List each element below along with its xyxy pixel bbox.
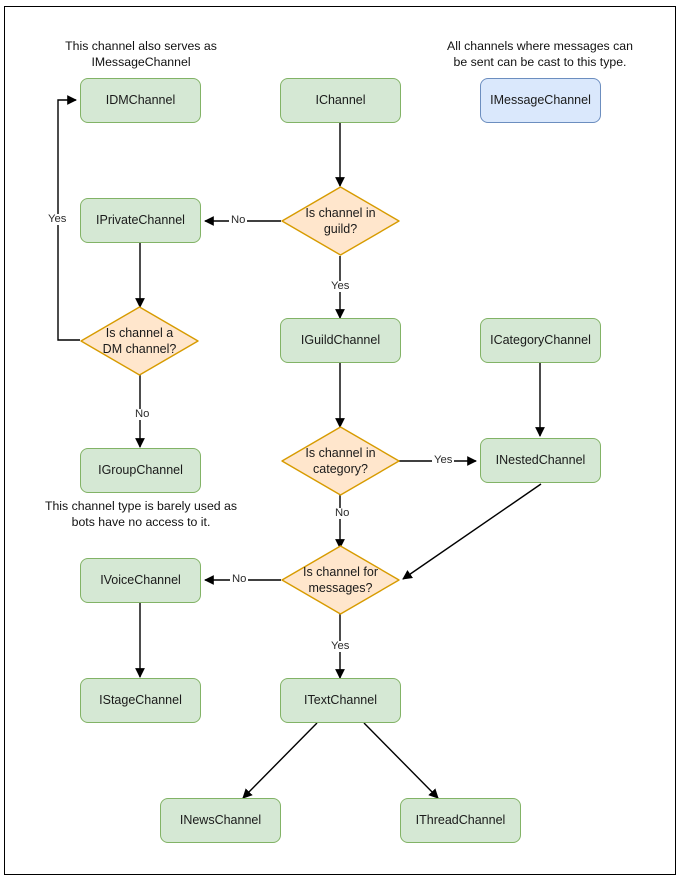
node-ithreadchannel[interactable]: IThreadChannel xyxy=(400,798,521,843)
edge-label-category-no: No xyxy=(333,507,352,520)
note-dm-channel: This channel also serves as IMessageChan… xyxy=(65,39,217,70)
node-iguildchannel[interactable]: IGuildChannel xyxy=(280,318,401,363)
node-icategorychannel[interactable]: ICategoryChannel xyxy=(480,318,601,363)
decision-is-channel-in-category[interactable]: Is channel in category? xyxy=(281,426,400,496)
node-igroupchannel-label: IGroupChannel xyxy=(98,463,183,478)
node-idmchannel-label: IDMChannel xyxy=(105,93,176,108)
node-ivoicechannel[interactable]: IVoiceChannel xyxy=(80,558,201,603)
node-ivoicechannel-label: IVoiceChannel xyxy=(100,573,181,588)
node-idmchannel[interactable]: IDMChannel xyxy=(80,78,201,123)
node-itextchannel[interactable]: ITextChannel xyxy=(280,678,401,723)
node-ichannel[interactable]: IChannel xyxy=(280,78,401,123)
node-igroupchannel[interactable]: IGroupChannel xyxy=(80,448,201,493)
node-imessagechannel[interactable]: IMessageChannel xyxy=(480,78,601,123)
edge-itextchannel-to-ithreadchannel xyxy=(363,722,439,799)
decision-is-channel-a-dm-channel[interactable]: Is channel a DM channel? xyxy=(80,306,199,376)
node-istagechannel-label: IStageChannel xyxy=(99,693,182,708)
decision-is-channel-in-guild[interactable]: Is channel in guild? xyxy=(281,186,400,256)
node-inewschannel-label: INewsChannel xyxy=(179,813,262,828)
node-inestedchannel-label: INestedChannel xyxy=(495,453,586,468)
note-message-channel: All channels where messages can be sent … xyxy=(447,39,633,70)
edge-label-messages-yes: Yes xyxy=(329,640,352,653)
edge-itextchannel-to-inewschannel xyxy=(242,722,318,799)
decision-is-channel-for-messages[interactable]: Is channel for messages? xyxy=(281,545,400,615)
edge-label-category-yes: Yes xyxy=(432,454,455,467)
node-iprivatechannel-label: IPrivateChannel xyxy=(96,213,185,228)
node-ithreadchannel-label: IThreadChannel xyxy=(415,813,506,828)
node-icategorychannel-label: ICategoryChannel xyxy=(490,333,591,348)
node-inewschannel[interactable]: INewsChannel xyxy=(160,798,281,843)
edge-label-guild-no: No xyxy=(229,214,248,227)
edge-label-guild-yes: Yes xyxy=(329,280,352,293)
node-imessagechannel-label: IMessageChannel xyxy=(490,93,591,108)
edge-label-messages-no: No xyxy=(230,573,249,586)
node-iguildchannel-label: IGuildChannel xyxy=(300,333,381,348)
node-istagechannel[interactable]: IStageChannel xyxy=(80,678,201,723)
node-ichannel-label: IChannel xyxy=(315,93,366,108)
edge-label-dm-yes: Yes xyxy=(46,213,69,226)
node-iprivatechannel[interactable]: IPrivateChannel xyxy=(80,198,201,243)
note-group-channel: This channel type is barely used as bots… xyxy=(44,499,238,530)
node-itextchannel-label: ITextChannel xyxy=(304,693,377,708)
edge-label-dm-no: No xyxy=(133,408,152,421)
node-inestedchannel[interactable]: INestedChannel xyxy=(480,438,601,483)
edge-inestedchannel-to-messages xyxy=(402,483,542,580)
